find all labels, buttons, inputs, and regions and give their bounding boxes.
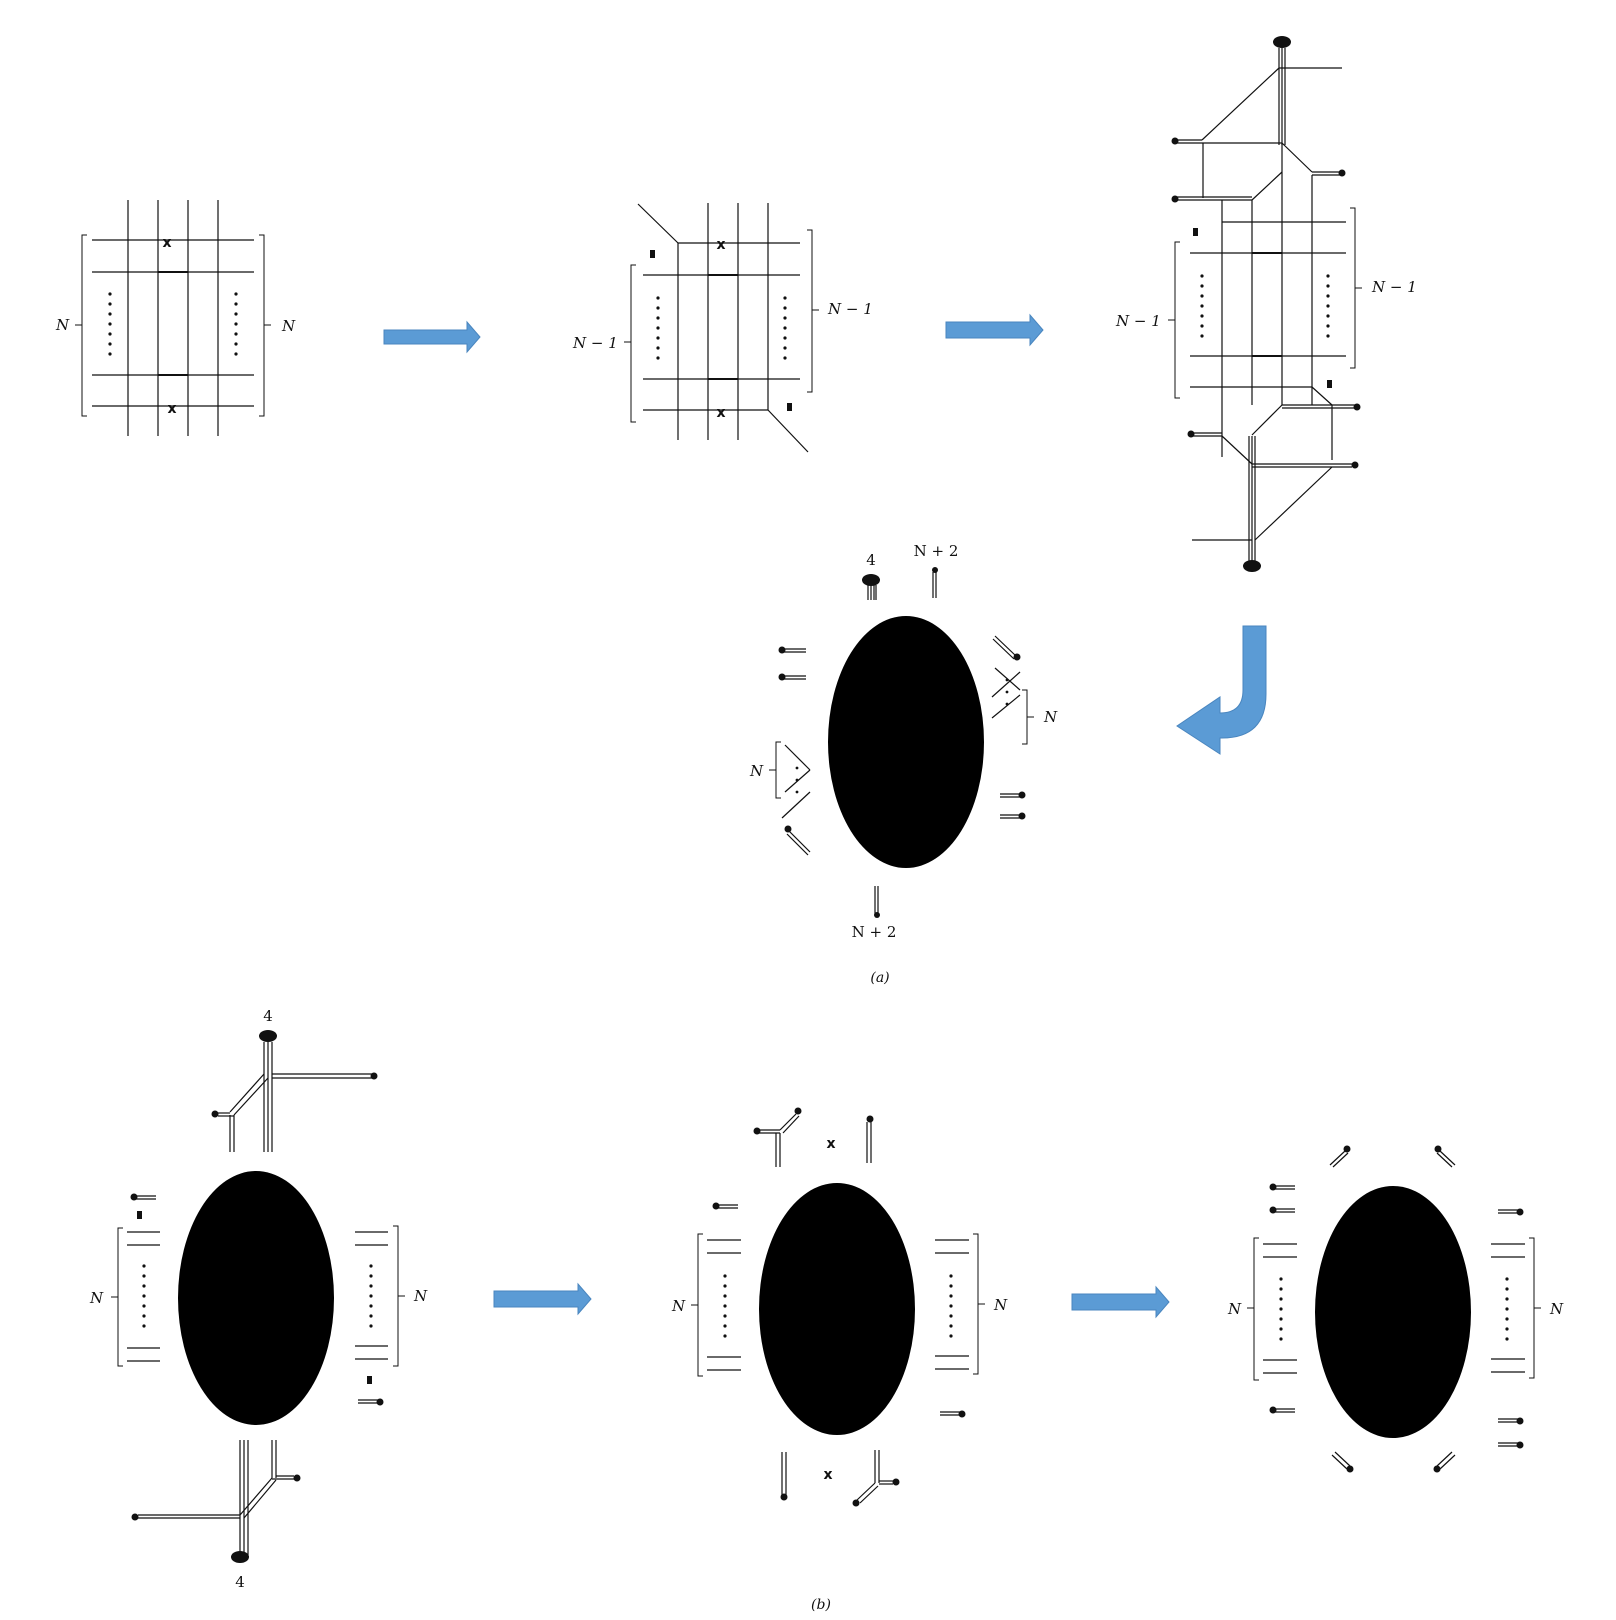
b1-label-four-top: 4 [263, 1007, 273, 1025]
a1-brane-web: x x N N [55, 200, 296, 436]
a3-label-right: N − 1 [1371, 278, 1417, 296]
b2-label-n-right: N [993, 1296, 1008, 1314]
b3-black-region [1315, 1186, 1471, 1438]
a4-label-four: 4 [866, 551, 876, 569]
b1-blob-web: 4 N [89, 1007, 428, 1591]
a2-label-left: N − 1 [572, 334, 618, 352]
a4-label-n-left: N [749, 762, 764, 780]
a1-label-n-left: N [55, 316, 70, 334]
b3-blob-web: N N [1227, 1145, 1564, 1473]
arrow-b2-to-b3 [1071, 1285, 1170, 1319]
a4-label-n-plus-2-bottom: N + 2 [852, 923, 897, 941]
a4-black-region [828, 616, 984, 868]
b1-label-n-left: N [89, 1289, 104, 1307]
a4-label-n-right: N [1043, 708, 1058, 726]
b2-x-bottom: x [823, 1467, 832, 1483]
a3-label-left: N − 1 [1115, 312, 1161, 330]
arrow-a2-to-a3 [945, 313, 1044, 347]
a4-label-n-plus-2-top: N + 2 [914, 542, 959, 560]
b2-black-region [759, 1183, 915, 1435]
arrow-a1-to-a2 [383, 320, 481, 354]
b1-label-four-bottom: 4 [235, 1573, 245, 1591]
b2-label-n-left: N [671, 1297, 686, 1315]
arrow-a3-to-a4 [1176, 625, 1267, 755]
a2-brane-web: x x N − 1 N − 1 [572, 203, 873, 453]
b3-label-n-left: N [1227, 1300, 1242, 1318]
b1-label-n-right: N [413, 1287, 428, 1305]
b3-label-n-right: N [1549, 1300, 1564, 1318]
b2-x-top: x [826, 1136, 835, 1152]
a1-label-n-right: N [281, 317, 296, 335]
a2-x-bottom: x [716, 405, 725, 421]
caption-a: (a) [870, 970, 889, 986]
caption-b: (b) [811, 1597, 831, 1613]
a1-x-bottom: x [167, 401, 176, 417]
arrow-b1-to-b2 [493, 1282, 592, 1316]
a2-label-right: N − 1 [827, 300, 873, 318]
b2-blob-web: x N N x [671, 1107, 1008, 1507]
b1-black-region [178, 1171, 334, 1425]
a1-x-top: x [162, 235, 171, 251]
a4-blob-web: 4 N + 2 N N [749, 542, 1058, 941]
a2-x-top: x [716, 237, 725, 253]
a3-brane-web: N − 1 N − 1 [1115, 36, 1417, 572]
